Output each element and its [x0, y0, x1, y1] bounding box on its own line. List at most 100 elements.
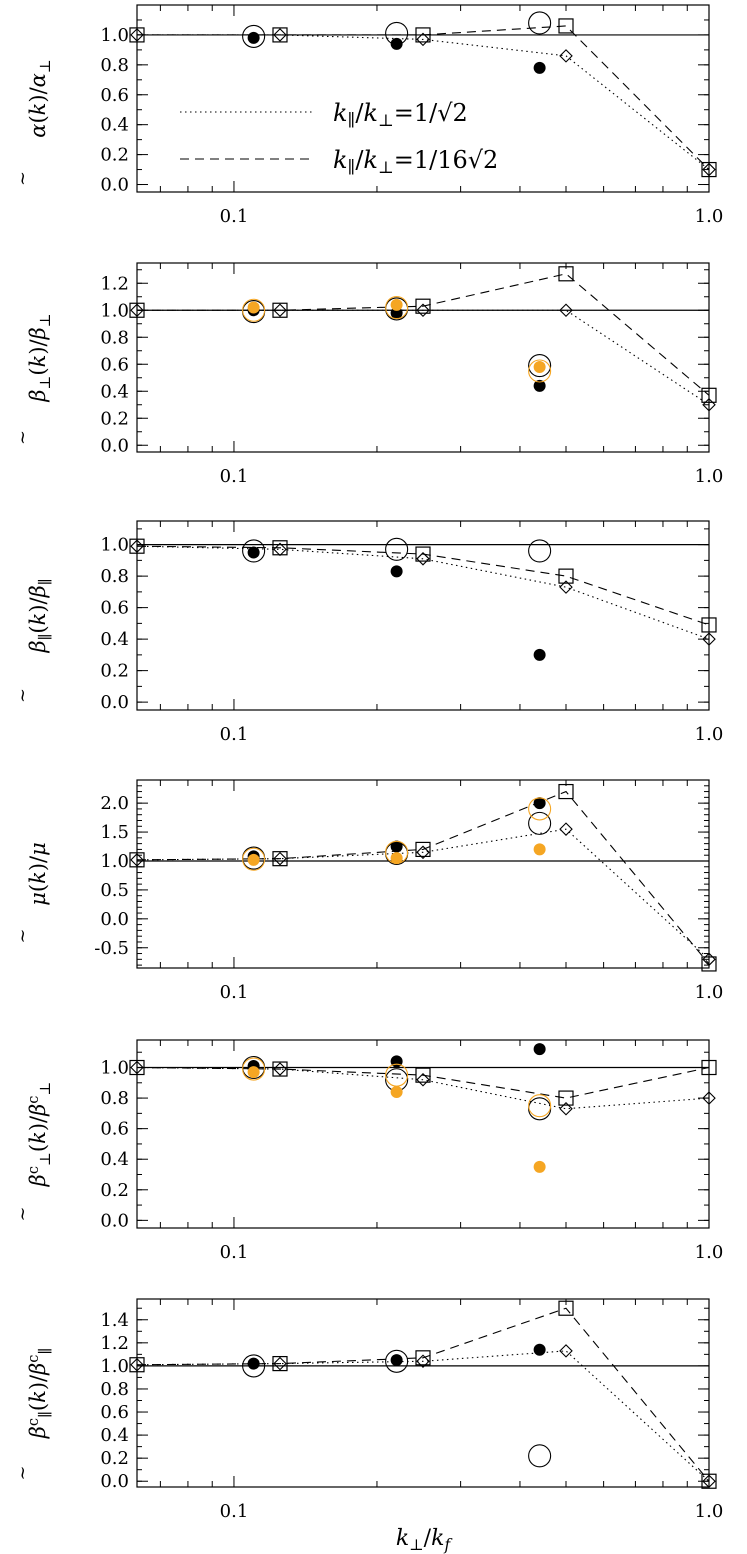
legend-label: k∥/k⊥=1/16√2 [333, 146, 498, 177]
label-part: c [25, 1166, 42, 1174]
label-part: β [26, 640, 50, 653]
diamond-marker [416, 1072, 430, 1087]
square-marker [558, 1090, 574, 1106]
label-part: α [26, 73, 50, 87]
label-part: k [26, 355, 50, 368]
square-marker [129, 538, 145, 554]
x-tick-label: 0.1 [220, 982, 249, 1003]
label-part: =1/16√2 [394, 146, 499, 174]
diamond-marker [130, 853, 144, 867]
x-tick-label: 1.0 [695, 724, 724, 745]
diamond-marker [273, 851, 287, 866]
open-circle-marker [385, 537, 409, 561]
filled-circle-marker [247, 1066, 260, 1079]
label-part: k [396, 1526, 409, 1551]
y-tick-label: 0.8 [100, 1379, 129, 1400]
y-tick-label: 1.0 [100, 1356, 129, 1377]
label-part: c [25, 1096, 42, 1104]
y-tick-label: 0.2 [100, 145, 129, 166]
square-marker [701, 956, 717, 972]
y-tick-label: 1.4 [100, 1310, 129, 1331]
y-axis-label: β⊥(k)/β⊥ [26, 313, 54, 402]
filled-circle-marker [247, 301, 260, 314]
square-marker [272, 851, 288, 867]
y-tick-label: 0.0 [100, 1471, 129, 1492]
square-marker [415, 1067, 431, 1083]
open-circle-marker [528, 539, 552, 563]
dotted-series-line [136, 1066, 710, 1110]
label-part: )/ [26, 1115, 50, 1131]
filled-circle-marker [390, 1085, 403, 1098]
dashed-series-line [136, 1307, 710, 1482]
y-tick-label: 1.5 [100, 822, 129, 843]
open-circle-marker [242, 298, 266, 322]
y-tick-label: 2.0 [100, 793, 129, 814]
filled-circle-marker [247, 546, 260, 559]
square-marker [415, 27, 431, 43]
label-part: ( [26, 884, 50, 892]
y-tick-label: 0.2 [100, 408, 129, 429]
label-part: ( [26, 1144, 50, 1152]
y-tick-label: 0.8 [100, 566, 129, 587]
label-part: k [26, 1390, 50, 1403]
filled-circle-marker [390, 565, 403, 578]
dotted-series-line [136, 828, 710, 960]
label-part: ∥ [37, 1348, 54, 1355]
label-part: ⊥ [37, 59, 54, 73]
x-tick-label: 1.0 [695, 982, 724, 1003]
label-part: μ [26, 842, 50, 856]
open-circle-marker [242, 847, 266, 871]
diamond-marker [130, 28, 144, 42]
y-tick-label: 1.0 [100, 851, 129, 872]
x-tick-label: 1.0 [695, 1501, 724, 1522]
square-marker [558, 18, 574, 34]
open-circle-marker [242, 1354, 266, 1378]
y-tick-label: 1.0 [100, 300, 129, 321]
open-circle-marker [242, 1057, 266, 1081]
open-circle-marker [385, 1063, 409, 1087]
square-marker [272, 302, 288, 318]
filled-circle-marker [533, 1160, 546, 1173]
y-tick-label: 1.0 [100, 25, 129, 46]
label-part: c [25, 1355, 42, 1363]
square-marker [558, 783, 574, 800]
label-part: β [26, 585, 50, 598]
square-marker [415, 298, 431, 314]
diamond-marker [702, 397, 716, 412]
y-tick-label: 0.2 [100, 1448, 129, 1469]
plot-frame [136, 779, 710, 969]
tilde-accent: ~ [12, 688, 33, 703]
filled-circle-marker [533, 61, 546, 74]
diamond-marker [416, 32, 430, 47]
diamond-marker [702, 1091, 716, 1105]
x-tick-label: 0.1 [220, 1242, 249, 1263]
filled-circle-marker [390, 1055, 403, 1068]
label-part: )/ [26, 1374, 50, 1390]
y-tick-label: 0.6 [100, 1402, 129, 1423]
x-tick-label: 0.1 [220, 466, 249, 487]
label-part: ∥ [37, 578, 54, 585]
tilde-accent: ~ [12, 430, 33, 445]
y-tick-label: -0.5 [94, 938, 129, 959]
dotted-series-line [137, 309, 710, 406]
x-tick-label: 1.0 [695, 466, 724, 487]
legend: k∥/k⊥=1/√2 k∥/k⊥=1/16√2 [180, 99, 498, 177]
y-tick-label: 0.8 [100, 1088, 129, 1109]
y-tick-label: 0.4 [100, 381, 129, 402]
label-part: μ [26, 892, 50, 906]
y-axis-label: β∥(k)/β∥ [26, 578, 54, 653]
label-part: =1/√2 [394, 99, 468, 127]
filled-circle-marker [247, 31, 260, 44]
dotted-series-line [136, 545, 710, 640]
label-part: k [26, 871, 50, 884]
square-marker [272, 1355, 288, 1372]
legend-label: k∥/k⊥=1/√2 [333, 99, 468, 130]
dashed-series-line [136, 790, 710, 965]
diamond-marker [559, 822, 573, 836]
square-marker [701, 1059, 717, 1076]
y-axis-label: α(k)/α⊥ [26, 59, 54, 137]
filled-circle-marker [390, 852, 403, 865]
diamond-marker [559, 580, 573, 594]
